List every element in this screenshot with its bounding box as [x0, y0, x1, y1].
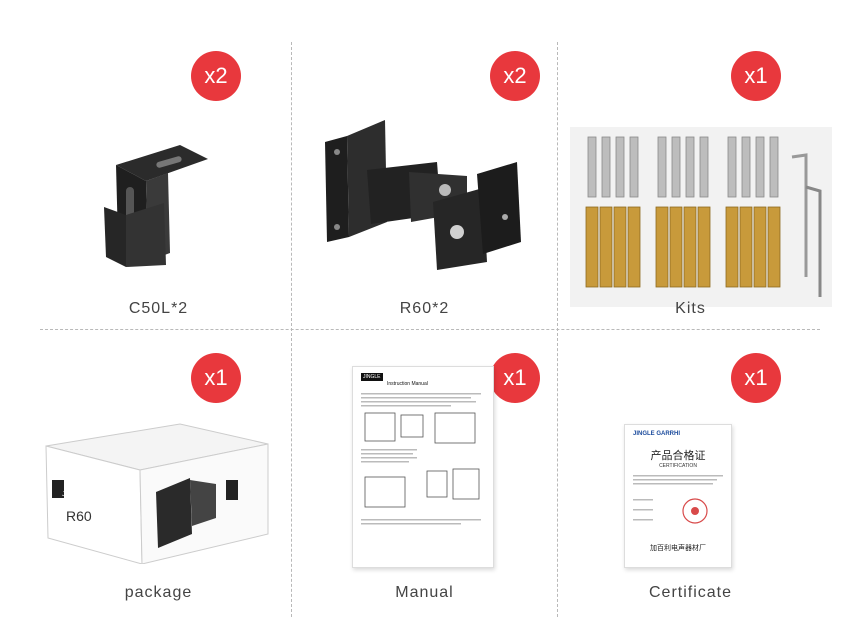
item-certificate: x1 JINGLE GARRHI 产品合格证 CERTIFICATION 加百利…	[558, 330, 823, 610]
quantity-badge: x1	[191, 353, 241, 403]
quantity-badge: x1	[731, 353, 781, 403]
item-r60: x2 R60*2	[292, 42, 557, 322]
package-brand-text: JINGLE	[62, 492, 84, 498]
item-label: R60*2	[399, 300, 450, 317]
package-box-image	[45, 423, 269, 564]
package-model-text: R60	[66, 508, 92, 524]
item-package: x1 JINGLE R60 package	[26, 330, 291, 610]
manual-brand-text: JINGLE	[361, 373, 383, 381]
manual-document-image: JINGLE Instruction Manual	[352, 366, 494, 568]
certificate-card-image: JINGLE GARRHI 产品合格证 CERTIFICATION 加百利电声器…	[624, 424, 732, 568]
quantity-badge: x1	[490, 353, 540, 403]
divider-horizontal	[40, 329, 820, 330]
certificate-title-cn: 产品合格证	[650, 449, 706, 462]
manual-title-text: Instruction Manual	[387, 381, 428, 387]
item-label: Manual	[395, 584, 454, 601]
item-label: Kits	[675, 300, 706, 317]
kits-hardware-image	[570, 127, 832, 307]
quantity-badge: x2	[490, 51, 540, 101]
certificate-title-en: CERTIFICATION	[659, 463, 697, 469]
item-kits: x1 Kits	[558, 42, 832, 322]
quantity-badge: x1	[731, 51, 781, 101]
quantity-badge: x2	[191, 51, 241, 101]
item-label: C50L*2	[128, 300, 189, 317]
certificate-brand-text: JINGLE GARRHI	[633, 431, 681, 437]
item-label: package	[124, 584, 193, 601]
item-c50l: x2 C50L*2	[26, 42, 291, 322]
c50l-bracket-image	[104, 145, 208, 267]
item-manual: x1 JINGLE Instruction Manual Manual	[292, 330, 557, 610]
certificate-maker-cn: 加百利电声器材厂	[650, 544, 706, 552]
r60-bracket-image	[325, 120, 521, 270]
item-label: Certificate	[648, 584, 733, 601]
